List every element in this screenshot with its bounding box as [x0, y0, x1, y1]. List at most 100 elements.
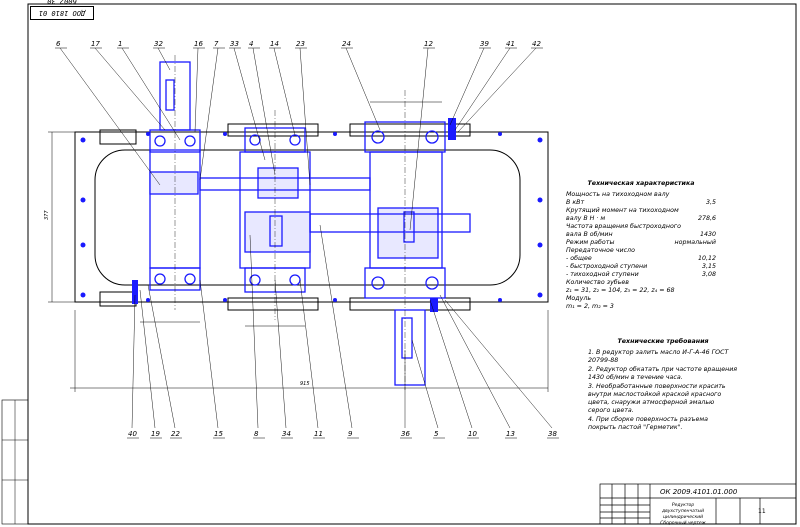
part-number: 24: [342, 40, 351, 48]
spec-label: m₁ = 2, m₂ = 3: [566, 303, 614, 310]
part-number: 34: [282, 430, 291, 438]
drawing-code: ОК 2009.4101.01.000: [660, 488, 738, 496]
drawing-stamp: ДОО 1810 01 6002 30: [30, 0, 94, 20]
spec-value: 3,15: [701, 263, 716, 270]
spec-label: Крутящий момент на тихоходном: [566, 207, 679, 214]
part-number: 40: [128, 430, 137, 438]
spec-value: [712, 191, 716, 199]
part-number: 10: [468, 430, 477, 438]
part-number: 12: [424, 40, 433, 48]
leader-lines: [59, 47, 553, 429]
bearing-caps: [132, 118, 456, 312]
spec-value: 278,6: [697, 215, 716, 222]
tech-requirements-list: 1. В редуктор залить масло И-Г-А-46 ГОСТ…: [588, 349, 738, 432]
spec-value: [712, 287, 716, 295]
requirement-item: 3. Необработанные поверхности красить вн…: [588, 383, 726, 414]
spec-label: Модуль: [566, 295, 592, 302]
spec-label: - общее: [566, 255, 592, 262]
title-line: Редуктор двухступенчатый: [661, 503, 705, 514]
dim-overall-length: 915: [300, 381, 310, 387]
spec-value: [712, 303, 716, 311]
spec-row: вала В об/мин 1430: [566, 231, 716, 239]
title-line: цилиндрический: [662, 515, 704, 520]
spec-row: Частота вращения быстроходного: [566, 223, 716, 231]
title-line: Сборочный чертеж: [660, 521, 706, 526]
spec-row: z₁ = 31, z₂ = 104, z₃ = 22, z₄ = 68: [566, 287, 716, 295]
part-number: 13: [506, 430, 515, 438]
spec-row: Количество зубьев: [566, 279, 716, 287]
part-number: 9: [348, 430, 353, 438]
technical-specs: Техническая характеристика Мощность на т…: [566, 180, 716, 311]
spec-label: В кВт: [566, 199, 585, 206]
spec-label: Мощность на тихоходном валу: [566, 191, 670, 198]
part-number: 32: [154, 40, 163, 48]
spec-label: z₁ = 31, z₂ = 104, z₃ = 22, z₄ = 68: [566, 287, 675, 294]
part-number: 41: [506, 40, 515, 48]
part-number: 17: [91, 40, 100, 48]
part-number: 5: [434, 430, 439, 438]
spec-row: m₁ = 2, m₂ = 3: [566, 303, 716, 311]
spec-row: Передаточное число: [566, 247, 716, 255]
spec-label: Частота вращения быстроходного: [566, 223, 681, 230]
requirement-item: 4. При сборке поверхность разъема покрыт…: [588, 416, 708, 431]
tech-specs-heading: Техническая характеристика: [587, 180, 695, 187]
spec-row: валу В Н · м 278,6: [566, 215, 716, 223]
spec-label: - тихоходной ступени: [566, 271, 639, 278]
part-number: 38: [548, 430, 557, 438]
part-number: 22: [171, 430, 180, 438]
spec-value: [712, 247, 716, 255]
spec-value: 3,5: [705, 199, 716, 206]
spec-row: В кВт 3,5: [566, 199, 716, 207]
part-number: 39: [480, 40, 489, 48]
spec-row: Мощность на тихоходном валу: [566, 191, 716, 199]
part-number: 4: [249, 40, 253, 48]
spec-value: 3,08: [701, 271, 716, 278]
spec-row: - быстроходной ступени 3,15: [566, 263, 716, 271]
part-number: 16: [194, 40, 203, 48]
output-shaft: [309, 90, 471, 390]
spec-label: валу В Н · м: [566, 215, 606, 222]
spec-label: Передаточное число: [566, 247, 635, 254]
spec-label: - быстроходной ступени: [566, 263, 648, 270]
spec-label: Количество зубьев: [566, 279, 629, 286]
technical-requirements: Технические требования 1. В редуктор зал…: [588, 338, 738, 433]
part-number: 42: [532, 40, 541, 48]
sheet-frame: [27, 3, 797, 525]
requirement-item: 2. Редуктор обкатать при частоте вращени…: [588, 366, 738, 381]
flange-bolts: [80, 132, 543, 302]
input-shaft: [149, 55, 201, 310]
part-number: 8: [254, 430, 259, 438]
spec-label: Режим работы: [566, 239, 615, 246]
spec-label: вала В об/мин: [566, 231, 613, 238]
part-number: 15: [214, 430, 223, 438]
part-number: 7: [214, 40, 219, 48]
gearbox-housing: [74, 123, 549, 311]
part-number: 23: [296, 40, 305, 48]
spec-value: [712, 207, 716, 215]
requirement-item: 1. В редуктор залить масло И-Г-А-46 ГОСТ…: [588, 349, 729, 364]
spec-value: нормальный: [674, 239, 717, 246]
spec-value: [712, 279, 716, 287]
title-block: [599, 483, 797, 525]
spec-row: - тихоходной ступени 3,08: [566, 271, 716, 279]
part-number: 11: [314, 430, 323, 438]
tech-requirements-heading: Технические требования: [617, 338, 709, 345]
dimension-lines: [48, 101, 549, 392]
part-number: 19: [151, 430, 160, 438]
spec-value: [712, 223, 716, 231]
part-number: 6: [56, 40, 61, 48]
part-number: 33: [230, 40, 239, 48]
part-number: 14: [270, 40, 279, 48]
spec-row: Крутящий момент на тихоходном: [566, 207, 716, 215]
spec-value: 1430: [699, 231, 716, 238]
dim-overall-height: 377: [44, 210, 50, 220]
spec-value: [712, 295, 716, 303]
spec-row: Режим работы нормальный: [566, 239, 716, 247]
sheet-count: 11: [758, 508, 766, 515]
title-block-name: Редуктор двухступенчатый цилиндрический …: [653, 503, 713, 527]
